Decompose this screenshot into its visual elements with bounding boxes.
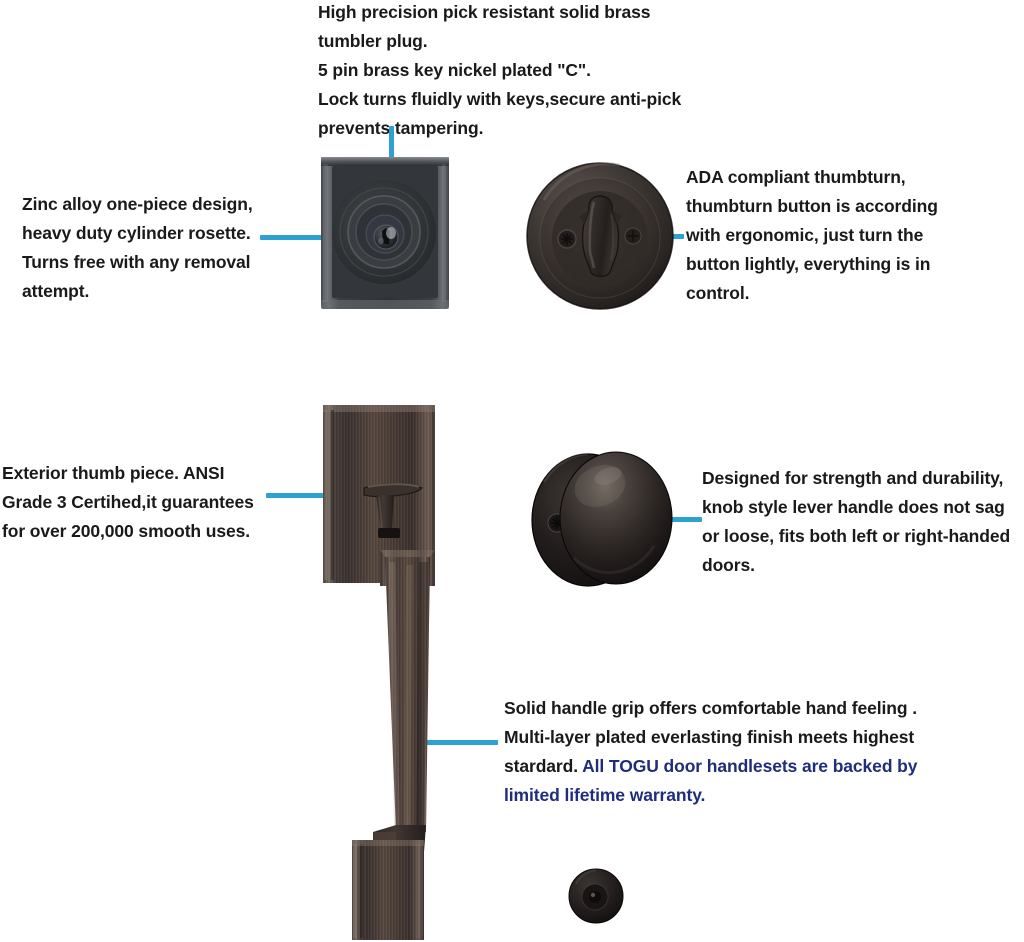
callout-text-knob: Designed for strength and durability, kn…: [702, 464, 1024, 580]
callout-line: Designed for strength and durability,: [702, 468, 1004, 488]
callout-line: control.: [686, 283, 750, 303]
product-image-cylinder: [318, 152, 452, 312]
callout-line: thumbturn button is according: [686, 196, 938, 216]
callout-line: ADA compliant thumbturn,: [686, 167, 906, 187]
callout-line: tumbler plug.: [318, 31, 428, 51]
callout-line: Lock turns fluidly with keys,secure anti…: [318, 89, 682, 109]
callout-text-thumbturn: ADA compliant thumbturn, thumbturn butto…: [686, 163, 958, 308]
callout-line: Turns free with any removal: [22, 252, 251, 272]
callout-line-highlight: limited lifetime warranty.: [504, 785, 706, 805]
callout-line: Multi-layer plated everlasting finish me…: [504, 727, 915, 747]
callout-line: for over 200,000 smooth uses.: [2, 521, 251, 541]
callout-line: Solid handle grip offers comfortable han…: [504, 698, 917, 718]
product-image-thumbturn: [524, 160, 676, 312]
callout-text-rosette: Zinc alloy one-piece design, heavy duty …: [22, 190, 274, 306]
callout-line: doors.: [702, 555, 755, 575]
callout-line: heavy duty cylinder rosette.: [22, 223, 251, 243]
callout-line: with ergonomic, just turn the: [686, 225, 924, 245]
callout-line: attempt.: [22, 281, 90, 301]
callout-line: Zinc alloy one-piece design,: [22, 194, 253, 214]
product-image-knob: [522, 446, 680, 594]
callout-line: button lightly, everything is in: [686, 254, 931, 274]
callout-line: Grade 3 Certihed,it guarantees: [2, 492, 254, 512]
product-image-bolt-disc: [568, 868, 624, 924]
callout-line-plain: stardard.: [504, 756, 583, 776]
leader-line-grip: [420, 740, 498, 745]
callout-text-grip: Solid handle grip offers comfortable han…: [504, 694, 944, 810]
callout-line: 5 pin brass key nickel plated "C".: [318, 60, 591, 80]
callout-line: prevents tampering.: [318, 118, 484, 138]
callout-line-mixed: stardard. All TOGU door handlesets are b…: [504, 752, 944, 781]
callout-line: Exterior thumb piece. ANSI: [2, 463, 225, 483]
callout-line: knob style lever handle does not sag: [702, 497, 1005, 517]
callout-text-thumb-piece: Exterior thumb piece. ANSI Grade 3 Certi…: [2, 459, 270, 546]
callout-line: or loose, fits both left or right-handed: [702, 526, 1011, 546]
callout-text-cylinder-top: High precision pick resistant solid bras…: [318, 0, 718, 143]
product-image-handleset: [318, 400, 448, 942]
callout-line: High precision pick resistant solid bras…: [318, 2, 651, 22]
callout-line-highlight: All TOGU door handlesets are backed by: [582, 756, 918, 776]
